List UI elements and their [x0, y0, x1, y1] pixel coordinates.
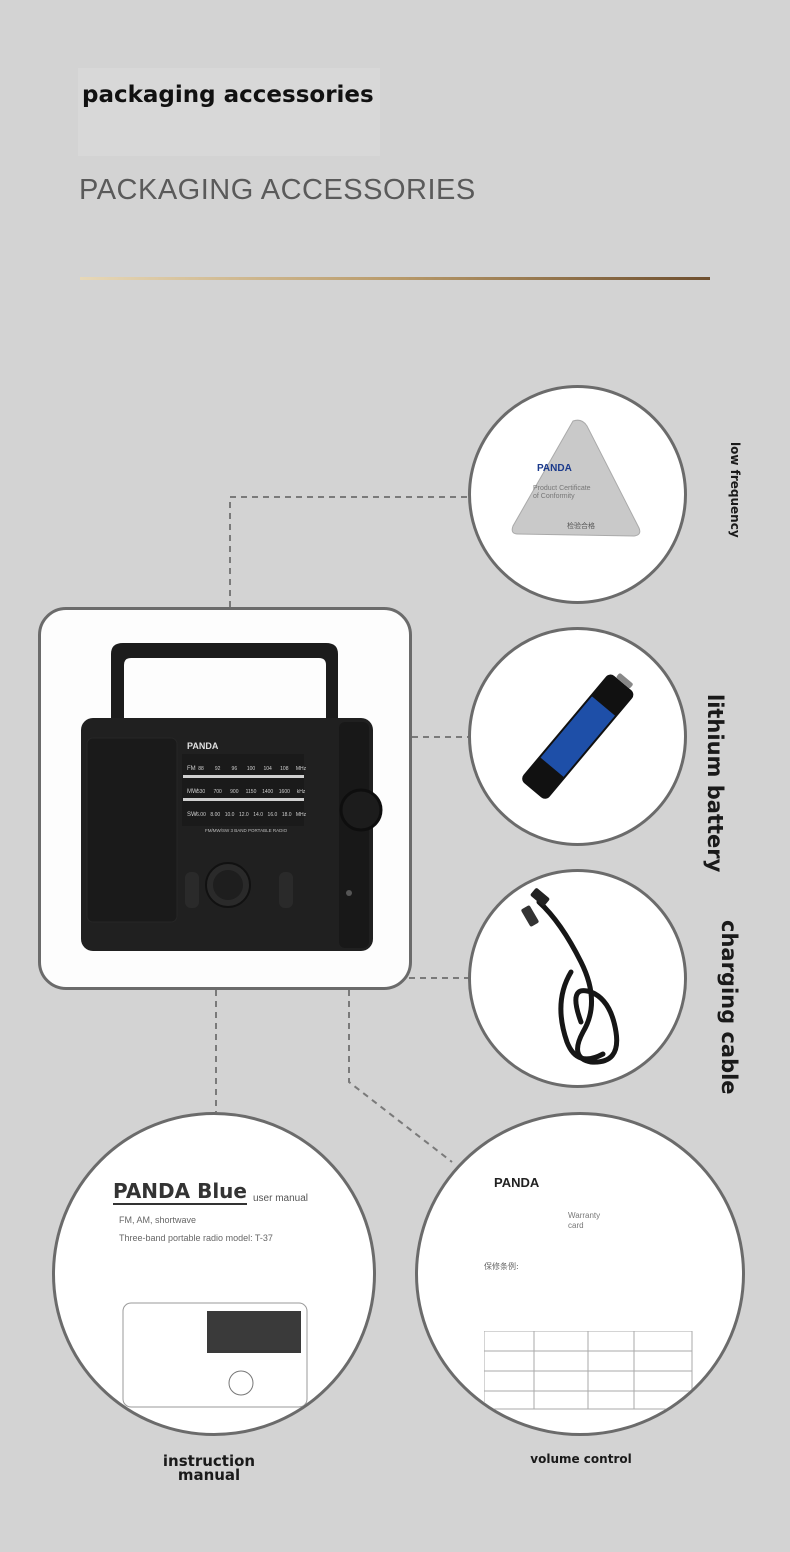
dial-tick: 10.0: [225, 812, 235, 818]
fm-ticks: 88 92 96 100 104 108 MHz: [198, 766, 306, 772]
dial-tick: MHz: [296, 812, 307, 818]
label-manual: manual: [177, 1466, 241, 1484]
dial-tick: 16.0: [268, 812, 278, 818]
dial-tick: MHz: [296, 766, 307, 772]
dial-tick: 8.00: [210, 812, 220, 818]
dial-tick: 14.0: [253, 812, 263, 818]
cable-image: [521, 888, 620, 1065]
dial-tick: 1150: [246, 789, 257, 795]
radio-subtitle: FM/MW/SW 3 BAND PORTABLE RADIO: [205, 828, 288, 833]
header-label: packaging accessories: [82, 82, 374, 108]
warranty-brand: PANDA: [494, 1175, 540, 1190]
radio-product-frame: PANDA FM MW SW FM/MW/SW 3 BAND PORTABLE …: [38, 607, 412, 990]
warranty-circle: PANDA Warranty card 保修条例:: [415, 1112, 745, 1436]
divider-line: [80, 277, 710, 280]
manual-radio-drawing: [122, 1302, 308, 1408]
certificate-circle: PANDA Product Certificate of Conformity …: [468, 385, 687, 604]
page-title: PACKAGING ACCESSORIES: [79, 174, 476, 206]
battery-circle: [468, 627, 687, 846]
connector-certificate: [229, 496, 468, 607]
radio-image: PANDA FM MW SW FM/MW/SW 3 BAND PORTABLE …: [81, 643, 383, 951]
dial-tick: 1600: [279, 789, 290, 795]
dial-tick: 100: [247, 766, 256, 772]
certificate-line1: Product Certificate: [533, 485, 591, 492]
dial-tick: 96: [232, 766, 238, 772]
dial-tick: 700: [213, 789, 222, 795]
dial-tick: kHz: [297, 789, 306, 795]
warranty-line1: Warranty: [568, 1211, 601, 1220]
radio-fm-label: FM: [187, 766, 196, 772]
dial-tick: 92: [215, 766, 221, 772]
label-low-frequency: low frequency: [728, 442, 742, 538]
dial-tick: 104: [263, 766, 272, 772]
label-volume-control: volume control: [530, 1452, 632, 1466]
dial-tick: 18.0: [282, 812, 292, 818]
warranty-table: [484, 1331, 693, 1410]
label-lithium: lithium: [703, 694, 727, 778]
certificate-line2: of Conformity: [533, 493, 575, 500]
certificate-image: PANDA Product Certificate of Conformity …: [511, 419, 641, 537]
label-charging: charging: [717, 920, 741, 1025]
manual-brand: PANDA Blue: [113, 1179, 247, 1205]
radio-brand: PANDA: [187, 741, 219, 751]
dial-tick: 108: [280, 766, 289, 772]
label-lithium-battery: lithium battery: [703, 694, 727, 873]
radio-sw-label: SW: [187, 812, 197, 818]
manual-subtitle: user manual: [253, 1193, 309, 1204]
label-charging-cable: charging cable: [717, 920, 741, 1095]
connector-warranty: [348, 990, 453, 1163]
dial-tick: 6.00: [196, 812, 206, 818]
cable-circle: [468, 869, 687, 1088]
dial-tick: 530: [197, 789, 206, 795]
warranty-section: 保修条例:: [484, 1262, 519, 1271]
manual-line1: FM, AM, shortwave: [119, 1215, 197, 1225]
dial-tick: 12.0: [239, 812, 249, 818]
certificate-cn: 检验合格: [567, 521, 595, 530]
manual-line2: Three-band portable radio model: T-37: [119, 1233, 273, 1243]
sw-ticks: 6.00 8.00 10.0 12.0 14.0 16.0 18.0 MHz: [196, 812, 307, 818]
manual-circle: PANDA Blue user manual FM, AM, shortwave…: [52, 1112, 376, 1436]
label-instruction: instruction: [162, 1452, 256, 1470]
battery-image: [522, 673, 634, 799]
mw-ticks: 530 700 900 1150 1400 1600 kHz: [197, 789, 306, 795]
warranty-line2: card: [568, 1221, 584, 1230]
dial-tick: 1400: [262, 789, 273, 795]
label-cable: cable: [717, 1031, 741, 1095]
radio-mw-label: MW: [187, 789, 198, 795]
dial-tick: 900: [230, 789, 239, 795]
dial-tick: 88: [198, 766, 204, 772]
label-instruction-manual: instruction manual: [150, 1452, 268, 1484]
certificate-brand: PANDA: [537, 463, 572, 474]
label-battery: battery: [703, 784, 727, 873]
header-label-box: packaging accessories: [78, 68, 380, 156]
